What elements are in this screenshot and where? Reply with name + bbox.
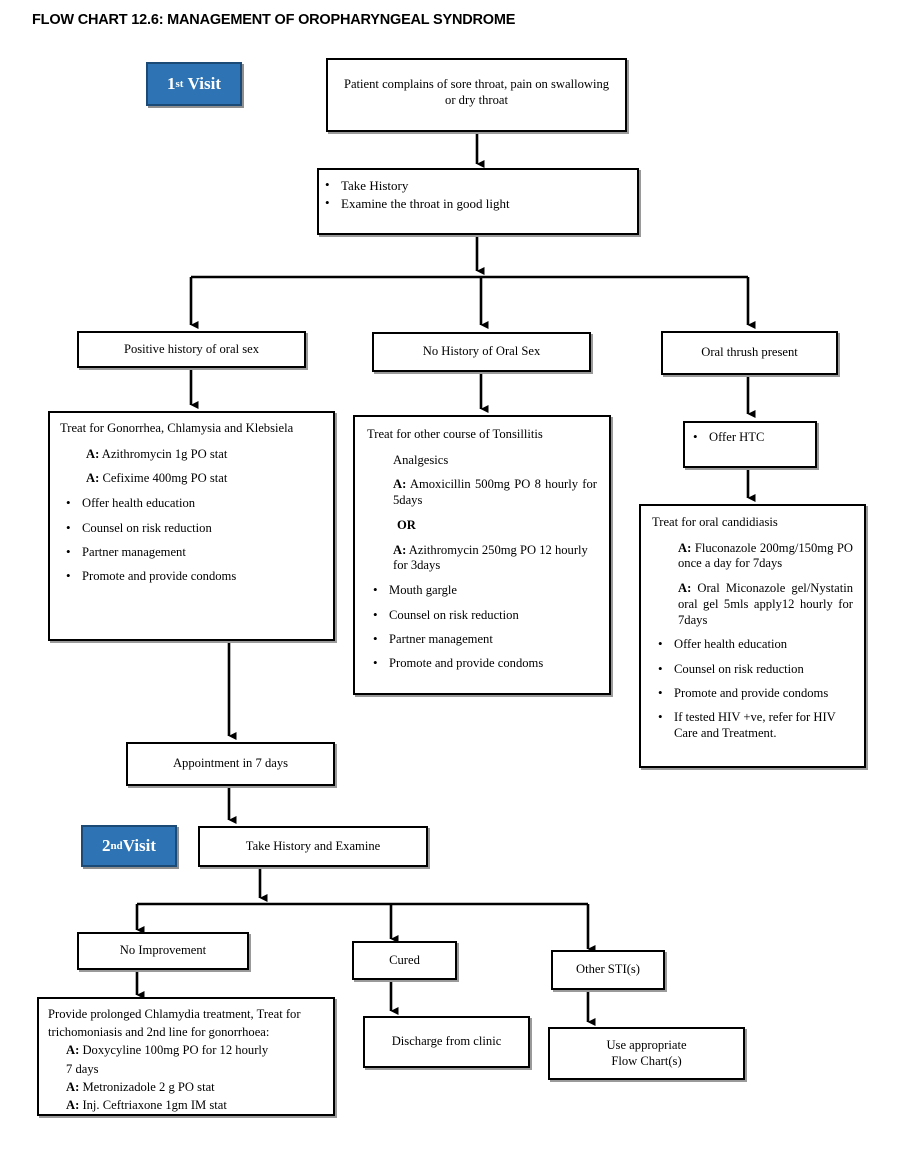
page-title: FLOW CHART 12.6: MANAGEMENT OF OROPHARYN… <box>32 12 516 28</box>
other-stis-label: Other STI(s) <box>575 962 640 977</box>
tonsillitis-bullet: Counsel on risk reduction <box>373 606 597 623</box>
tonsillitis-lead: Treat for other course of Tonsillitis <box>367 427 543 441</box>
history-bullet-1: Take History <box>325 177 637 194</box>
gonorrhea-rx-1: A: Azithromycin 1g PO stat <box>86 447 323 463</box>
rx-tag: A: <box>86 446 100 461</box>
use-flowchart-line1: Use appropriate <box>606 1037 687 1052</box>
node-appointment: Appointment in 7 days <box>126 742 335 786</box>
node-treat-candidiasis: Treat for oral candidiasis A: Fluconazol… <box>639 504 866 768</box>
node-treat-gonorrhea: Treat for Gonorrhea, Chlamysia and Klebs… <box>48 411 335 641</box>
tonsillitis-bullet: Promote and provide condoms <box>373 655 597 671</box>
node-other-stis: Other STI(s) <box>551 950 665 990</box>
candidiasis-rx-1: A: Fluconazole 200mg/150mg PO once a day… <box>678 541 853 572</box>
candidiasis-bullet: If tested HIV +ve, refer for HIV Care an… <box>658 709 853 741</box>
prolonged-lead-2: trichomoniasis and 2nd line for gonorrho… <box>48 1024 270 1039</box>
gonorrhea-bullet: Partner management <box>66 544 323 560</box>
offer-htc-label: Offer HTC <box>693 429 815 445</box>
node-oral-thrush: Oral thrush present <box>661 331 838 375</box>
rx-tag: A: <box>66 1043 80 1058</box>
tonsillitis-rx-1: A: Amoxicillin 500mg PO 8 hourly for 5da… <box>393 477 597 508</box>
prolonged-rx-3: A: Inj. Ceftriaxone 1gm IM stat <box>66 1097 324 1113</box>
rx-tag: A: <box>66 1079 80 1094</box>
rx-text: Azithromycin 250mg PO 12 hourly for 3day… <box>393 542 588 573</box>
node-use-flowchart: Use appropriate Flow Chart(s) <box>548 1027 745 1080</box>
rx-text: Metronizadole 2 g PO stat <box>79 1079 215 1094</box>
gonorrhea-rx-2: A: Cefixime 400mg PO stat <box>86 471 323 487</box>
prolonged-rx-1-cont: 7 days <box>66 1061 99 1076</box>
node-offer-htc: Offer HTC <box>683 421 817 468</box>
rx-tag: A: <box>66 1098 80 1113</box>
tonsillitis-analgesics: Analgesics <box>393 452 449 467</box>
take-history-examine-label: Take History and Examine <box>245 838 381 853</box>
tonsillitis-bullet: Partner management <box>373 631 597 647</box>
candidiasis-bullet: Promote and provide condoms <box>658 685 853 701</box>
prolonged-lead-1: Provide prolonged Chlamydia treatment, T… <box>48 1007 301 1021</box>
prolonged-rx-1: A: Doxycyline 100mg PO for 12 hourly <box>66 1042 324 1058</box>
rx-tag: A: <box>678 540 692 555</box>
prolonged-rx-2: A: Metronizadole 2 g PO stat <box>66 1079 324 1095</box>
rx-text: Amoxicillin 500mg PO 8 hourly for 5days <box>393 477 597 508</box>
first-visit-word: Visit <box>187 74 222 93</box>
gonorrhea-bullet: Counsel on risk reduction <box>66 520 323 536</box>
first-visit-number: 1 <box>166 74 176 93</box>
rx-text: Doxycyline 100mg PO for 12 hourly <box>79 1043 269 1058</box>
rx-tag: A: <box>393 542 407 557</box>
node-no-improvement: No Improvement <box>77 932 249 970</box>
oral-thrush-label: Oral thrush present <box>701 345 798 360</box>
rx-tag: A: <box>678 581 692 596</box>
gonorrhea-bullet: Promote and provide condoms <box>66 568 323 584</box>
gonorrhea-lead: Treat for Gonorrhea, Chlamysia and Klebs… <box>60 421 294 435</box>
candidiasis-rx-2: A: Oral Miconazole gel/Nystatin oral gel… <box>678 581 853 628</box>
node-cured: Cured <box>352 941 457 980</box>
use-flowchart-line2: Flow Chart(s) <box>611 1053 682 1068</box>
node-positive-history: Positive history of oral sex <box>77 331 306 368</box>
no-history-label: No History of Oral Sex <box>422 344 541 359</box>
appointment-label: Appointment in 7 days <box>172 756 289 771</box>
second-visit-number: 2 <box>101 836 111 855</box>
rx-text: Azithromycin 1g PO stat <box>99 446 228 461</box>
rx-tag: A: <box>393 477 407 492</box>
node-patient-complaint: Patient complains of sore throat, pain o… <box>326 58 627 132</box>
node-prolonged-treatment: Provide prolonged Chlamydia treatment, T… <box>37 997 335 1116</box>
second-visit-word: Visit <box>122 836 157 855</box>
cured-label: Cured <box>389 952 420 967</box>
tonsillitis-bullet: Mouth gargle <box>373 582 597 598</box>
node-take-history: Take History Examine the throat in good … <box>317 168 639 235</box>
rx-text: Fluconazole 200mg/150mg PO once a day fo… <box>678 540 853 571</box>
gonorrhea-bullet: Offer health education <box>66 495 323 511</box>
positive-history-label: Positive history of oral sex <box>123 341 260 356</box>
first-visit-suffix: st <box>175 78 184 90</box>
tonsillitis-or: OR <box>397 517 416 532</box>
second-visit-suffix: nd <box>110 840 123 852</box>
tonsillitis-rx-2: A: Azithromycin 250mg PO 12 hourly for 3… <box>393 543 597 574</box>
no-improvement-label: No Improvement <box>119 943 207 958</box>
node-discharge: Discharge from clinic <box>363 1016 530 1068</box>
rx-tag: A: <box>86 471 100 486</box>
complaint-line1: Patient complains of sore throat, pain o… <box>343 77 610 92</box>
node-no-history: No History of Oral Sex <box>372 332 591 372</box>
complaint-line2: or dry throat <box>445 93 508 107</box>
candidiasis-bullet: Counsel on risk reduction <box>658 661 853 677</box>
rx-text: Oral Miconazole gel/Nystatin oral gel 5m… <box>678 581 853 627</box>
rx-text: Inj. Ceftriaxone 1gm IM stat <box>79 1098 227 1113</box>
candidiasis-bullet: Offer health education <box>658 636 853 652</box>
rx-text: Cefixime 400mg PO stat <box>99 471 228 486</box>
node-treat-tonsillitis: Treat for other course of Tonsillitis An… <box>353 415 611 695</box>
node-take-history-examine: Take History and Examine <box>198 826 428 867</box>
candidiasis-lead: Treat for oral candidiasis <box>652 515 778 529</box>
history-bullet-2: Examine the throat in good light <box>325 195 637 212</box>
discharge-label: Discharge from clinic <box>391 1034 502 1049</box>
